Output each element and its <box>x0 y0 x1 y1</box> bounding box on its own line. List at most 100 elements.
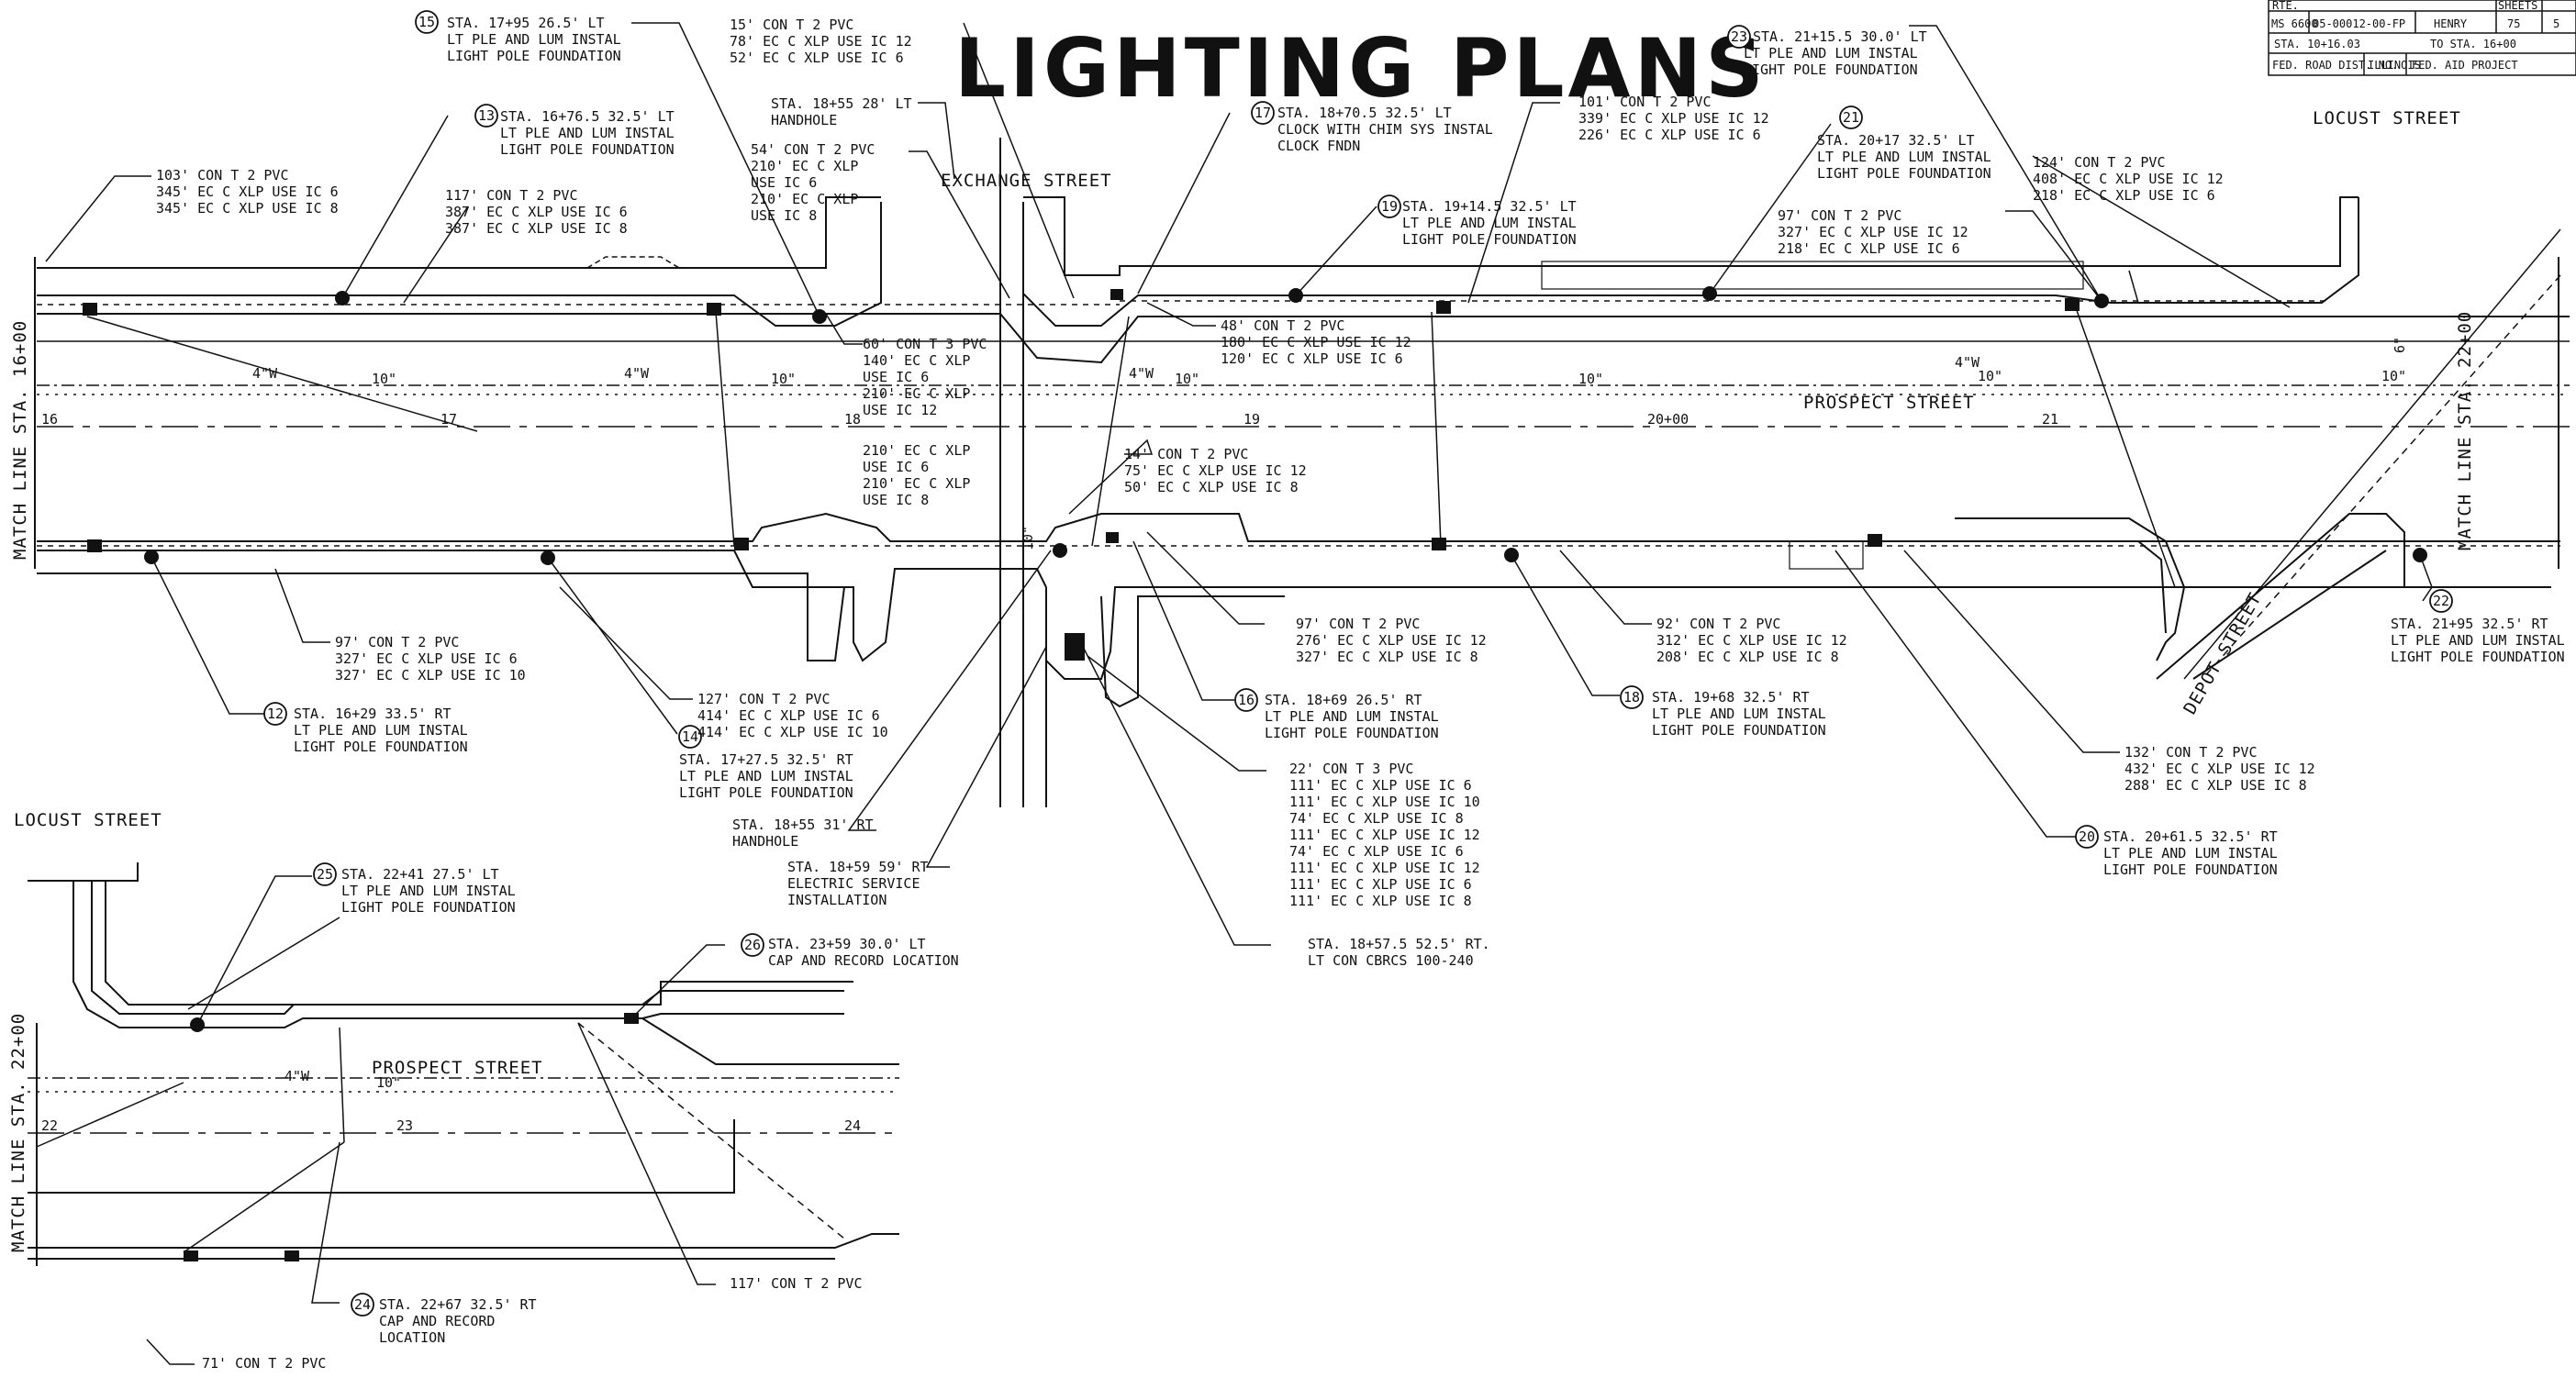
callout-line: 327' EC C XLP USE IC 6 <box>335 650 518 667</box>
callout-line: 14' CON T 2 PVC <box>1124 446 1248 462</box>
callout-line: 327' EC C XLP USE IC 8 <box>1296 649 1478 665</box>
dim-4w-e: 4"W <box>284 1068 310 1084</box>
callout-line: 111' EC C XLP USE IC 10 <box>1289 794 1480 810</box>
callout-line: 54' CON T 2 PVC <box>751 141 875 158</box>
callout-line: 111' EC C XLP USE IC 6 <box>1289 777 1472 794</box>
callout-line: STA. 21+15.5 30.0' LT <box>1753 28 1927 45</box>
callout-line: STA. 22+41 27.5' LT <box>341 866 499 883</box>
callout-line: USE IC 12 <box>863 402 937 418</box>
callout-run-54: 54' CON T 2 PVC 210' EC C XLP USE IC 6 2… <box>751 141 875 224</box>
callout-line: LIGHT POLE FOUNDATION <box>679 784 853 801</box>
callout-run-117a: 117' CON T 2 PVC 387' EC C XLP USE IC 6 … <box>445 187 628 237</box>
callout-line: STA. 19+14.5 32.5' LT <box>1402 198 1577 215</box>
sheet-title: LIGHTING PLANS <box>954 21 1768 116</box>
callout-line: LT PLE AND LUM INSTAL <box>2103 845 2278 861</box>
callout-line: LT CON CBRCS 100-240 <box>1308 952 1474 969</box>
dim-4w-d: 4"W <box>1955 354 1980 371</box>
callout-line: STA. 20+61.5 32.5' RT <box>2103 828 2278 845</box>
callout-line: 218' EC C XLP USE IC 6 <box>2033 187 2215 204</box>
callout-line: 97' CON T 2 PVC <box>1778 207 1901 224</box>
badge-15: 15 <box>418 14 435 30</box>
callout-line: 345' EC C XLP USE IC 6 <box>156 183 339 200</box>
callout-run-97c: 97' CON T 2 PVC 276' EC C XLP USE IC 12 … <box>1296 616 1487 665</box>
callout-21: STA. 20+17 32.5' LT LT PLE AND LUM INSTA… <box>1817 132 1991 182</box>
callout-line: 111' EC C XLP USE IC 12 <box>1289 860 1480 876</box>
callout-20: STA. 20+61.5 32.5' RT LT PLE AND LUM INS… <box>2103 828 2278 878</box>
callout-12: STA. 16+29 33.5' RT LT PLE AND LUM INSTA… <box>294 706 468 755</box>
callout-22: STA. 21+95 32.5' RT LT PLE AND LUM INSTA… <box>2391 616 2565 665</box>
callout-run-127: 127' CON T 2 PVC 414' EC C XLP USE IC 6 … <box>697 691 888 740</box>
callout-line: 78' EC C XLP USE IC 12 <box>730 33 912 50</box>
callout-line: 408' EC C XLP USE IC 12 <box>2033 171 2224 187</box>
leader-lines <box>45 22 2433 1365</box>
badge-17: 17 <box>1255 105 1271 121</box>
callout-line: 387' EC C XLP USE IC 8 <box>445 220 628 237</box>
station-17: 17 <box>440 411 457 428</box>
street-prospect-top: PROSPECT STREET <box>1803 393 1975 413</box>
tb-project: FED. AID PROJECT <box>2412 59 2518 72</box>
callout-line: STA. 16+29 33.5' RT <box>294 706 452 722</box>
callout-line: 103' CON T 2 PVC <box>156 167 289 183</box>
callout-line: LIGHT POLE FOUNDATION <box>2391 649 2565 665</box>
callout-line: INSTALLATION <box>787 892 887 908</box>
callout-19: STA. 19+14.5 32.5' LT LT PLE AND LUM INS… <box>1402 198 1577 248</box>
callout-line: 60' CON T 3 PVC <box>863 336 987 352</box>
dim-10in-h: 10" <box>1020 526 1036 550</box>
callout-line: 210' EC C XLP <box>863 385 970 402</box>
tb-total-sheets: 75 <box>2507 17 2520 30</box>
callout-line: 339' EC C XLP USE IC 12 <box>1578 110 1769 127</box>
callout-line: 74' EC C XLP USE IC 6 <box>1289 843 1464 860</box>
tb-sta-from: STA. 10+16.03 <box>2274 38 2360 50</box>
callout-line: LT PLE AND LUM INSTAL <box>341 883 516 899</box>
callout-run-97b: 97' CON T 2 PVC 327' EC C XLP USE IC 6 3… <box>335 634 526 683</box>
callout-electric-service: STA. 18+59 59' RT ELECTRIC SERVICE INSTA… <box>787 859 929 908</box>
badge-24: 24 <box>354 1296 371 1313</box>
badge-26: 26 <box>744 937 761 953</box>
callout-line: 288' EC C XLP USE IC 8 <box>2124 777 2307 794</box>
callout-line: STA. 16+76.5 32.5' LT <box>500 108 675 125</box>
station-16: 16 <box>41 411 58 428</box>
callout-line: LIGHT POLE FOUNDATION <box>1652 722 1826 739</box>
callout-line: STA. 17+27.5 32.5' RT <box>679 751 853 768</box>
callout-line: STA. 20+17 32.5' LT <box>1817 132 1975 149</box>
callout-run-22: 22' CON T 3 PVC 111' EC C XLP USE IC 6 1… <box>1289 761 1480 909</box>
callout-line: LT PLE AND LUM INSTAL <box>447 31 621 48</box>
callout-line: 140' EC C XLP <box>863 352 970 369</box>
callout-line: 210' EC C XLP <box>751 191 858 207</box>
callout-line: LT PLE AND LUM INSTAL <box>294 722 468 739</box>
callout-line: 117' CON T 2 PVC <box>730 1275 863 1292</box>
callout-line: STA. 17+95 26.5' LT <box>447 15 605 31</box>
callout-line: LT PLE AND LUM INSTAL <box>1817 149 1991 165</box>
callout-run-124: 124' CON T 2 PVC 408' EC C XLP USE IC 12… <box>2033 154 2224 204</box>
callout-line: STA. 18+59 59' RT <box>787 859 929 875</box>
station-21: 21 <box>2042 411 2058 428</box>
callout-line: 208' EC C XLP USE IC 8 <box>1656 649 1839 665</box>
callout-26: STA. 23+59 30.0' LT CAP AND RECORD LOCAT… <box>768 936 959 969</box>
dim-6in: 6" <box>2392 337 2408 353</box>
street-prospect-bottom: PROSPECT STREET <box>372 1058 543 1078</box>
callout-line: STA. 19+68 32.5' RT <box>1652 689 1810 706</box>
tb-district: FED. ROAD DIST. NO. <box>2272 59 2398 72</box>
callout-16: STA. 18+69 26.5' RT LT PLE AND LUM INSTA… <box>1265 692 1439 741</box>
match-line-left-top: MATCH LINE STA. 16+00 <box>10 320 30 560</box>
callout-line: USE IC 6 <box>863 459 929 475</box>
callout-line: 111' EC C XLP USE IC 8 <box>1289 893 1472 909</box>
callout-line: CAP AND RECORD LOCATION <box>768 952 959 969</box>
callout-line: LT PLE AND LUM INSTAL <box>500 125 675 141</box>
dim-10in-c: 10" <box>1175 371 1199 387</box>
callout-run-92: 92' CON T 2 PVC 312' EC C XLP USE IC 12 … <box>1656 616 1847 665</box>
callout-line: 432' EC C XLP USE IC 12 <box>2124 761 2315 777</box>
callout-line: LIGHT POLE FOUNDATION <box>447 48 621 64</box>
callout-line: USE IC 6 <box>751 174 817 191</box>
callout-run-48: 48' CON T 2 PVC 180' EC C XLP USE IC 12 … <box>1221 317 1411 367</box>
callout-line: ELECTRIC SERVICE <box>787 875 920 892</box>
callout-line: 345' EC C XLP USE IC 8 <box>156 200 339 217</box>
callout-25: STA. 22+41 27.5' LT LT PLE AND LUM INSTA… <box>341 866 516 916</box>
callout-line: LT PLE AND LUM INSTAL <box>679 768 853 784</box>
match-line-left-bottom: MATCH LINE STA. 22+00 <box>8 1013 28 1252</box>
callout-line: STA. 21+95 32.5' RT <box>2391 616 2548 632</box>
callout-line: STA. 18+70.5 32.5' LT <box>1277 105 1452 121</box>
callout-line: 210' EC C XLP <box>863 475 970 492</box>
